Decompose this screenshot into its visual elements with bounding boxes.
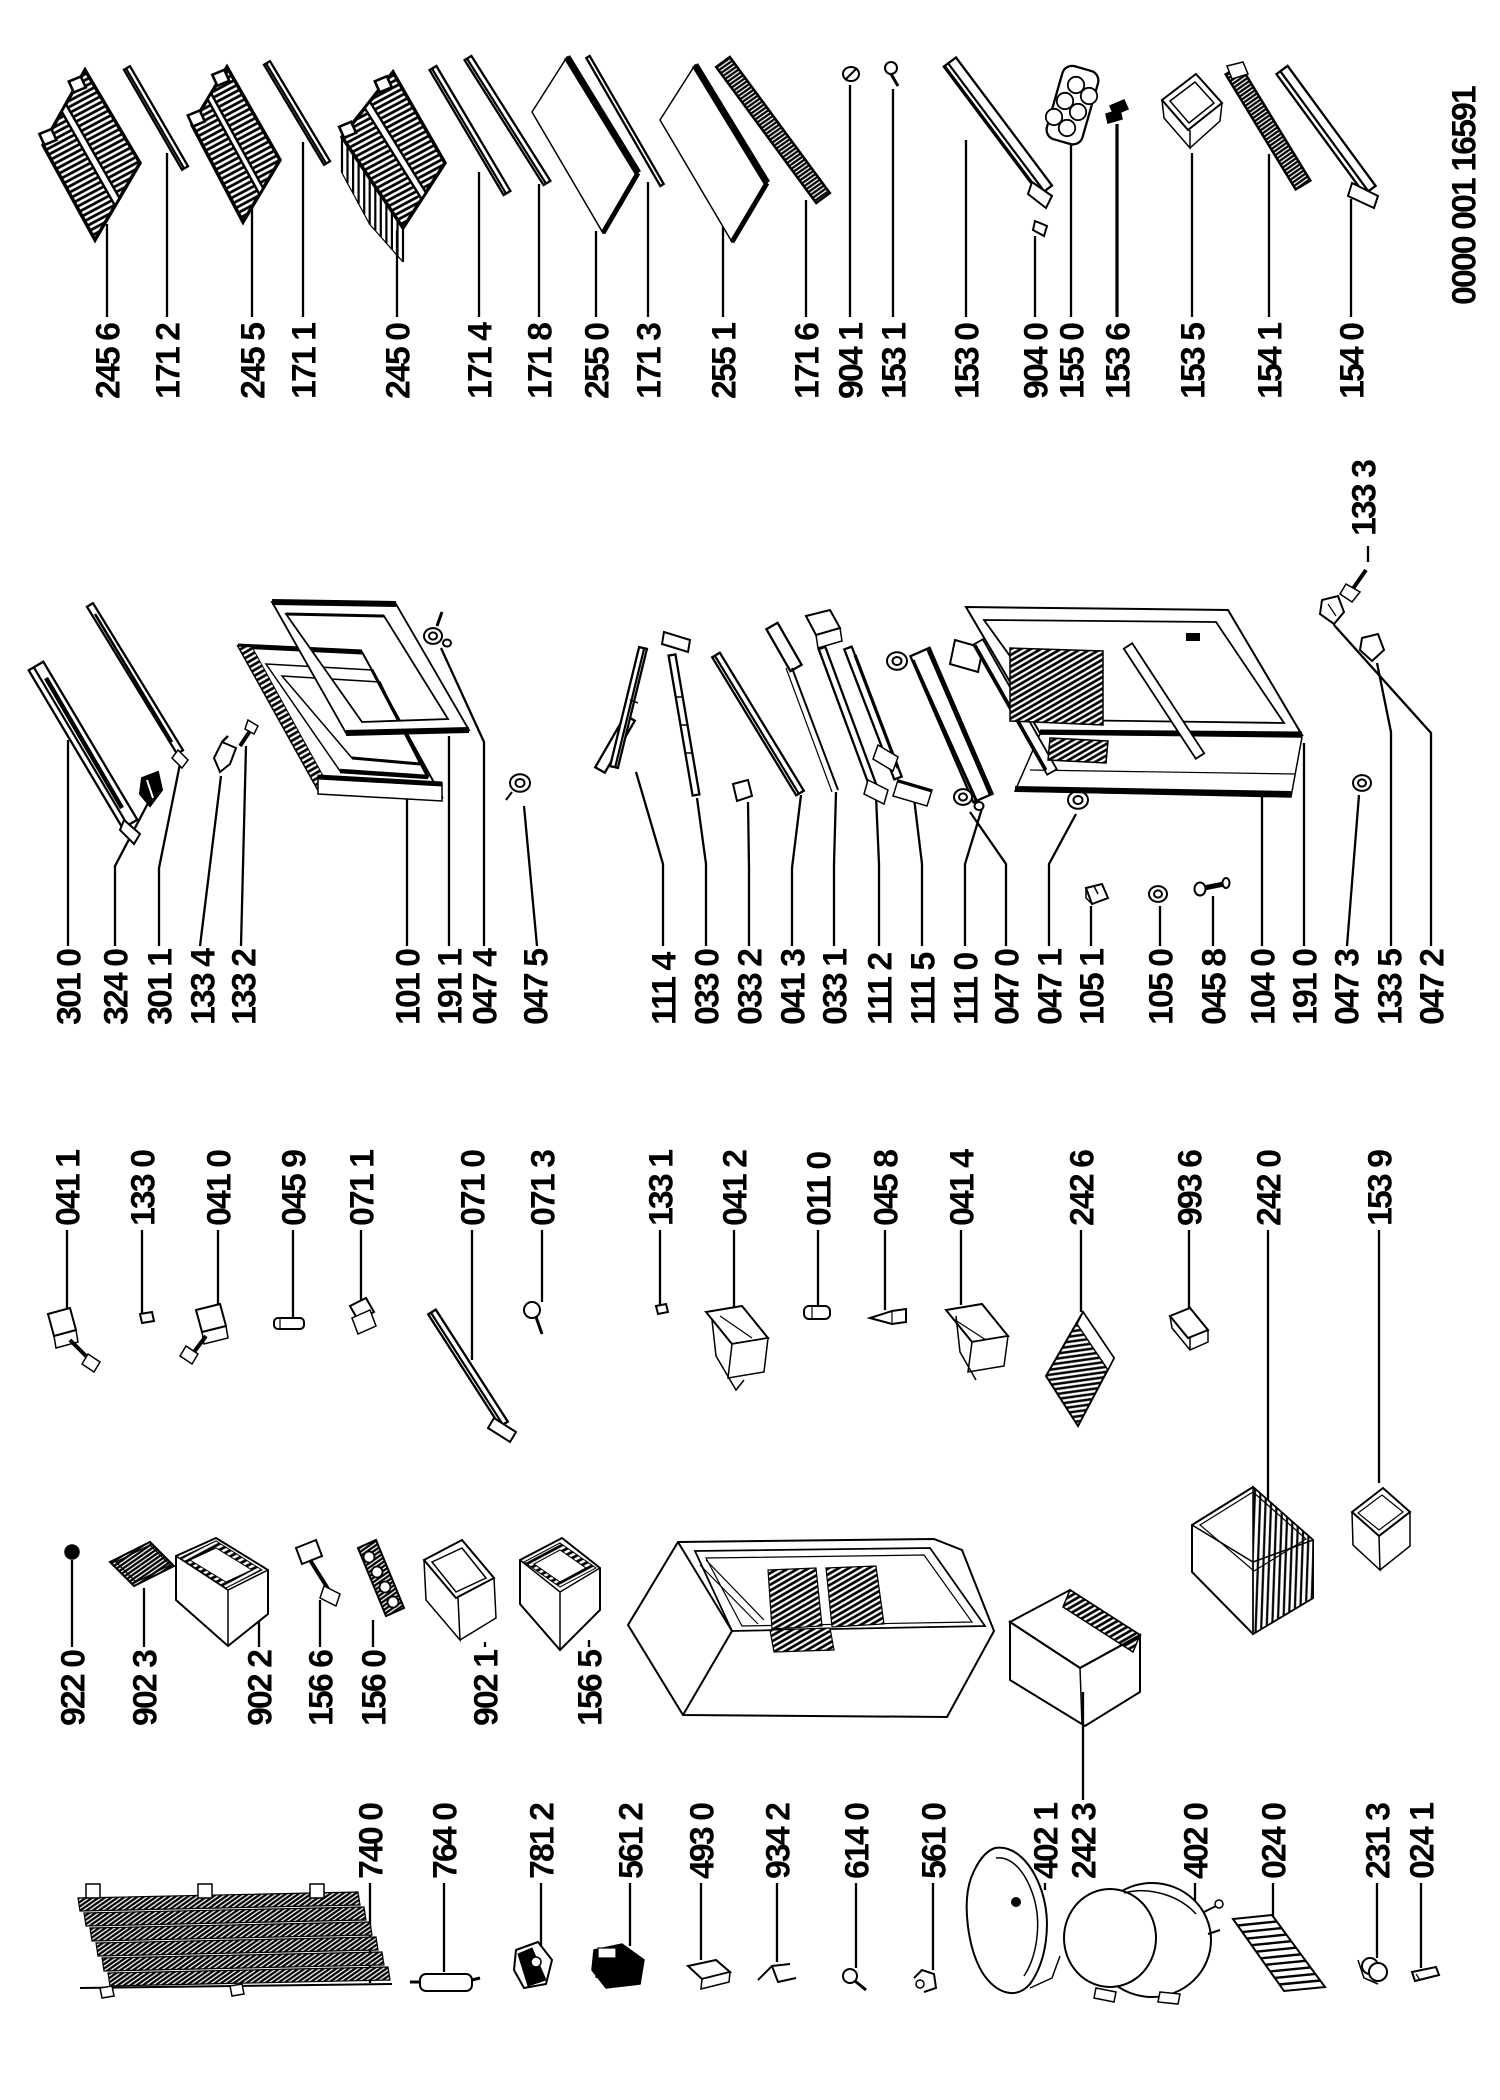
svg-text:153 5: 153 5	[1174, 323, 1212, 399]
svg-text:191 0: 191 0	[1286, 949, 1324, 1025]
svg-text:324 0: 324 0	[97, 949, 135, 1025]
svg-text:902 2: 902 2	[241, 1650, 279, 1726]
svg-text:047 2: 047 2	[1413, 949, 1451, 1025]
svg-text:154 0: 154 0	[1333, 323, 1371, 399]
svg-text:033 0: 033 0	[688, 949, 726, 1025]
svg-text:764 0: 764 0	[426, 1803, 464, 1879]
svg-text:245 6: 245 6	[89, 323, 127, 399]
svg-text:071 3: 071 3	[524, 1150, 562, 1226]
svg-text:242 3: 242 3	[1065, 1803, 1103, 1879]
svg-text:156 5: 156 5	[571, 1650, 609, 1726]
svg-text:171 4: 171 4	[461, 322, 499, 399]
svg-text:111 2: 111 2	[861, 953, 899, 1025]
svg-text:101 0: 101 0	[389, 949, 427, 1025]
svg-text:904 0: 904 0	[1017, 323, 1055, 399]
svg-text:242 6: 242 6	[1063, 1150, 1101, 1226]
svg-text:934 2: 934 2	[759, 1803, 797, 1879]
svg-text:242 0: 242 0	[1250, 1150, 1288, 1226]
svg-text:156 6: 156 6	[302, 1650, 340, 1726]
svg-text:153 1: 153 1	[875, 323, 913, 399]
svg-text:153 0: 153 0	[948, 323, 986, 399]
svg-text:191 1: 191 1	[431, 949, 469, 1025]
svg-text:0000 001 16591: 0000 001 16591	[1445, 86, 1483, 305]
svg-text:561 2: 561 2	[612, 1803, 650, 1879]
svg-text:111 0: 111 0	[947, 953, 985, 1025]
svg-text:047 1: 047 1	[1031, 949, 1069, 1025]
svg-text:740 0: 740 0	[352, 1803, 390, 1879]
svg-text:255 1: 255 1	[705, 323, 743, 399]
svg-text:171 6: 171 6	[788, 323, 826, 399]
svg-text:047 3: 047 3	[1328, 949, 1366, 1025]
svg-text:033 2: 033 2	[731, 949, 769, 1025]
svg-text:904 1: 904 1	[832, 323, 870, 399]
svg-text:041 0: 041 0	[200, 1150, 238, 1226]
svg-text:041 3: 041 3	[774, 949, 812, 1025]
svg-text:255 0: 255 0	[578, 323, 616, 399]
svg-text:155 0: 155 0	[1053, 323, 1091, 399]
svg-text:133 2: 133 2	[225, 949, 263, 1025]
svg-text:133 4: 133 4	[184, 948, 222, 1025]
svg-text:245 0: 245 0	[379, 323, 417, 399]
svg-text:902 3: 902 3	[126, 1650, 164, 1726]
svg-text:781 2: 781 2	[523, 1803, 561, 1879]
svg-text:171 8: 171 8	[521, 323, 559, 399]
svg-text:011 0: 011 0	[800, 1152, 838, 1226]
svg-text:171 2: 171 2	[149, 323, 187, 399]
svg-text:171 1: 171 1	[285, 323, 323, 399]
svg-text:561 0: 561 0	[915, 1803, 953, 1879]
svg-text:024 1: 024 1	[1403, 1803, 1441, 1879]
svg-text:047 4: 047 4	[466, 948, 504, 1025]
svg-text:614 0: 614 0	[838, 1803, 876, 1879]
svg-text:047 0: 047 0	[988, 949, 1026, 1025]
svg-text:104 0: 104 0	[1244, 949, 1282, 1025]
svg-text:301 1: 301 1	[141, 949, 179, 1025]
svg-text:171 3: 171 3	[630, 323, 668, 399]
svg-text:041 1: 041 1	[49, 1150, 87, 1226]
svg-text:111 5: 111 5	[904, 953, 942, 1025]
svg-text:041 4: 041 4	[943, 1149, 981, 1226]
svg-text:156 0: 156 0	[355, 1650, 393, 1726]
svg-text:231 3: 231 3	[1359, 1803, 1397, 1879]
svg-text:111 4: 111 4	[645, 952, 683, 1025]
svg-text:133 0: 133 0	[124, 1150, 162, 1226]
svg-text:045 9: 045 9	[275, 1150, 313, 1226]
svg-text:153 9: 153 9	[1361, 1150, 1399, 1226]
svg-text:154 1: 154 1	[1251, 323, 1289, 399]
svg-text:993 6: 993 6	[1171, 1150, 1209, 1226]
svg-text:133 5: 133 5	[1371, 949, 1409, 1025]
svg-text:301 0: 301 0	[50, 949, 88, 1025]
svg-text:402 1: 402 1	[1027, 1803, 1065, 1879]
svg-text:045 8: 045 8	[1195, 949, 1233, 1025]
svg-text:153 6: 153 6	[1099, 323, 1137, 399]
svg-text:133 3: 133 3	[1345, 460, 1383, 536]
svg-text:071 0: 071 0	[454, 1150, 492, 1226]
svg-text:024 0: 024 0	[1255, 1803, 1293, 1879]
svg-text:071 1: 071 1	[343, 1150, 381, 1226]
svg-text:402 0: 402 0	[1177, 1803, 1215, 1879]
svg-text:902 1: 902 1	[467, 1650, 505, 1726]
svg-text:105 1: 105 1	[1073, 949, 1111, 1025]
svg-text:047 5: 047 5	[517, 949, 555, 1025]
svg-text:041 2: 041 2	[716, 1150, 754, 1226]
svg-text:245 5: 245 5	[234, 323, 272, 399]
svg-text:922 0: 922 0	[54, 1650, 92, 1726]
svg-text:033 1: 033 1	[816, 949, 854, 1025]
svg-text:133 1: 133 1	[642, 1150, 680, 1226]
svg-text:105 0: 105 0	[1142, 949, 1180, 1025]
svg-text:045 8: 045 8	[867, 1150, 905, 1226]
svg-text:493 0: 493 0	[683, 1803, 721, 1879]
